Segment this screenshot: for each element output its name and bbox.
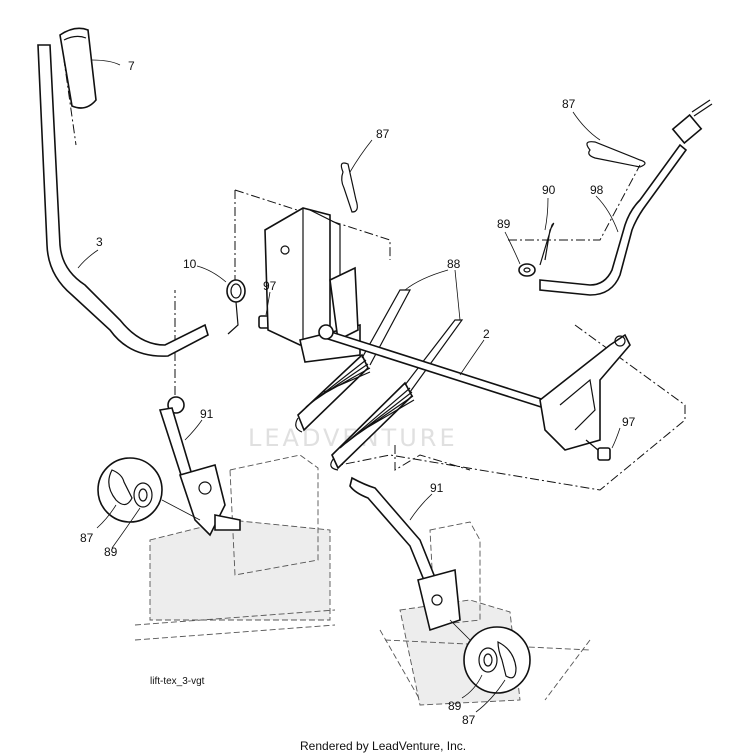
part-91-lift-link-left <box>158 396 241 537</box>
part-7-grip <box>59 27 97 109</box>
part-2-cross-shaft <box>318 324 561 415</box>
part-88-springs <box>295 289 464 471</box>
frame-ghost-left <box>134 454 336 641</box>
footer-credit: Rendered by LeadVenture, Inc. <box>300 739 466 753</box>
diagram-caption: lift-tex_3-vgt <box>150 676 205 687</box>
callout-90[interactable]: 90 <box>542 183 556 197</box>
callout-87-left[interactable]: 87 <box>80 531 94 545</box>
callout-91-right[interactable]: 91 <box>430 481 444 495</box>
part-89-washer-upper <box>518 263 536 277</box>
callout-97-upper[interactable]: 97 <box>263 279 277 293</box>
callout-98[interactable]: 98 <box>590 183 604 197</box>
callout-87-right[interactable]: 87 <box>462 713 476 727</box>
part-87-clip-upper-right <box>586 141 646 168</box>
part-87-clip-center <box>340 162 358 213</box>
center-bracket <box>264 207 361 363</box>
part-10-torsion-spring <box>226 279 246 335</box>
part-90-clip <box>539 222 555 266</box>
callout-87-center[interactable]: 87 <box>376 127 390 141</box>
part-91-lift-link-right <box>349 476 461 632</box>
callout-3[interactable]: 3 <box>96 235 103 249</box>
callout-87-upper-right[interactable]: 87 <box>562 97 576 111</box>
callout-88[interactable]: 88 <box>447 257 461 271</box>
callout-2[interactable]: 2 <box>483 327 490 341</box>
callout-89-left[interactable]: 89 <box>104 545 118 559</box>
right-lift-arm <box>539 333 631 451</box>
callouts: 7 3 10 97 87 88 2 90 89 98 87 91 87 89 9… <box>80 59 636 727</box>
callout-7[interactable]: 7 <box>128 59 135 73</box>
leader-lines <box>77 59 621 713</box>
detail-circle-right <box>449 619 531 694</box>
callout-97-lower[interactable]: 97 <box>622 415 636 429</box>
part-98-rod <box>539 99 713 296</box>
callout-10[interactable]: 10 <box>183 257 197 271</box>
part-97-bolt-lower <box>585 439 611 461</box>
part-3-lift-handle <box>37 44 209 357</box>
callout-89-upper[interactable]: 89 <box>497 217 511 231</box>
callout-89-right[interactable]: 89 <box>448 699 462 713</box>
callout-91-left[interactable]: 91 <box>200 407 214 421</box>
detail-circle-left <box>97 457 201 523</box>
